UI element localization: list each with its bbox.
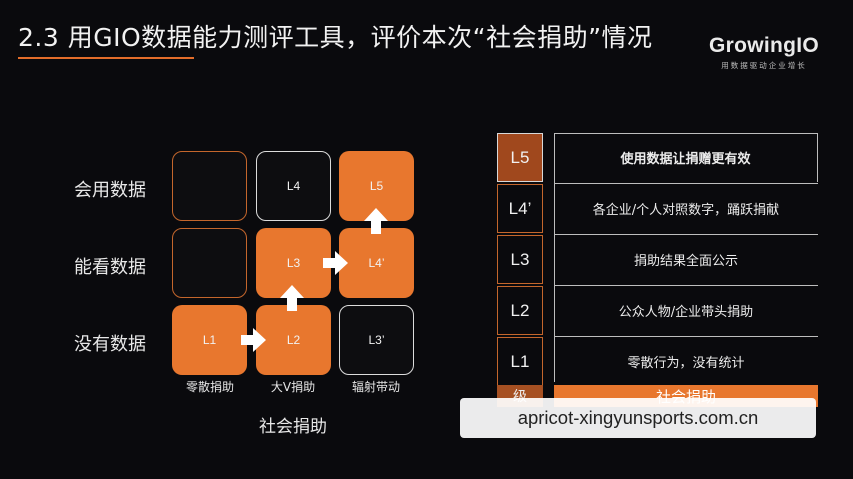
arrow-up-icon bbox=[364, 208, 388, 234]
table-desc: 使用数据让捐赠更有效 bbox=[554, 133, 818, 182]
table-row: L1 零散行为，没有统计 bbox=[497, 337, 818, 386]
col-label-influencer: 大V捐助 bbox=[270, 380, 316, 394]
matrix-cell-r1c2: L4’ bbox=[339, 228, 414, 298]
col-label-radiating: 辐射带动 bbox=[351, 380, 400, 394]
table-level: L5 bbox=[497, 133, 543, 182]
matrix-cell-r0c1: L4 bbox=[256, 151, 331, 221]
table-divider bbox=[554, 285, 818, 286]
matrix-cell-r2c2: L3’ bbox=[339, 305, 414, 375]
watermark-banner: apricot-xingyunsports.com.cn bbox=[460, 398, 816, 438]
table-level: L4’ bbox=[497, 184, 543, 233]
table-divider bbox=[554, 133, 818, 134]
matrix-cell-r1c1: L3 bbox=[256, 228, 331, 298]
arrow-up-icon bbox=[280, 285, 304, 311]
growingio-logo: GrowingIO 用数据驱动企业增长 bbox=[709, 34, 819, 71]
table-level: L1 bbox=[497, 337, 543, 386]
slide-title: 2.3 用GIO数据能力测评工具，评价本次“社会捐助”情况 bbox=[18, 23, 653, 52]
table-row: L2 公众人物/企业带头捐助 bbox=[497, 286, 818, 335]
table-row: L4’ 各企业/个人对照数字，踊跃捐献 bbox=[497, 184, 818, 233]
table-desc: 公众人物/企业带头捐助 bbox=[618, 305, 754, 320]
table-divider bbox=[554, 234, 818, 235]
matrix-cell-r2c0: L1 bbox=[172, 305, 247, 375]
logo-brand: GrowingIO bbox=[708, 34, 819, 57]
matrix-cell-r1c0 bbox=[172, 228, 247, 298]
table-divider bbox=[554, 336, 818, 337]
table-vertical-line bbox=[554, 133, 555, 382]
arrow-right-icon bbox=[241, 328, 266, 352]
table-row: L5 使用数据让捐赠更有效 bbox=[497, 133, 818, 182]
row-label-see-data: 能看数据 bbox=[74, 257, 146, 278]
matrix-cell-r0c0 bbox=[172, 151, 247, 221]
row-label-no-data: 没有数据 bbox=[74, 334, 146, 355]
matrix-axis-label: 社会捐助 bbox=[259, 417, 327, 437]
table-level: L3 bbox=[497, 235, 543, 284]
table-level: L2 bbox=[497, 286, 543, 335]
row-label-use-data: 会用数据 bbox=[74, 180, 146, 201]
table-divider bbox=[554, 183, 818, 184]
title-underline bbox=[18, 57, 194, 59]
table-desc: 各企业/个人对照数字，踊跃捐献 bbox=[592, 203, 780, 218]
table-row: L3 捐助结果全面公示 bbox=[497, 235, 818, 284]
logo-tagline: 用数据驱动企业增长 bbox=[721, 61, 807, 70]
table-desc: 零散行为，没有统计 bbox=[627, 356, 745, 371]
table-desc: 捐助结果全面公示 bbox=[633, 254, 738, 269]
matrix-cell-r2c1: L2 bbox=[256, 305, 331, 375]
arrow-right-icon bbox=[323, 251, 348, 275]
col-label-scattered: 零散捐助 bbox=[185, 380, 234, 394]
